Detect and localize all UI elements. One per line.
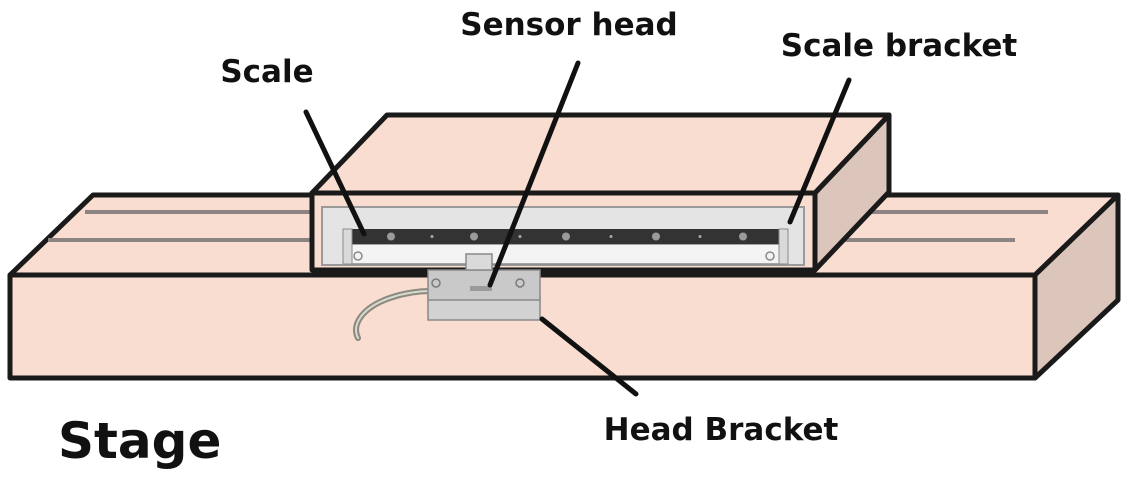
scale-lower-plate [349,243,783,265]
sensor-head-screw-right [515,278,525,288]
leader-head-bracket [539,316,639,397]
sensor-head-assembly [353,253,541,341]
scale-screw-2 [470,232,478,241]
scale-mark-4 [698,235,702,238]
leader-lines [303,60,852,397]
leader-sensor-head [487,60,581,288]
scale-end-screw-left [353,251,363,261]
scale-screw-4 [652,232,660,241]
sensor-head-window [470,286,492,291]
scale-assembly [321,206,805,266]
scale-end-cap-left [342,228,353,265]
leader-scale-bracket [787,77,852,225]
label-stage: Stage [58,412,221,470]
label-head-bracket: Head Bracket [604,412,839,448]
scale-screw-1 [387,232,395,241]
scale-end-screw-right [765,251,775,261]
scale-end-cap-right [778,228,789,265]
label-sensor-head: Sensor head [460,7,677,43]
sensor-head-screw-left [431,278,441,288]
sensor-cable-highlight [355,290,433,339]
scale-screw-3 [562,232,570,241]
sensor-head-top-bump [465,253,493,271]
scale-screw-5 [739,232,747,241]
leader-scale [303,109,367,237]
label-scale: Scale [220,54,313,90]
upper-block-top [309,112,892,196]
scale-mark-3 [609,235,613,238]
label-scale-bracket: Scale bracket [781,28,1018,64]
scale-mark-2 [518,235,522,238]
scale-mark-1 [430,235,434,238]
